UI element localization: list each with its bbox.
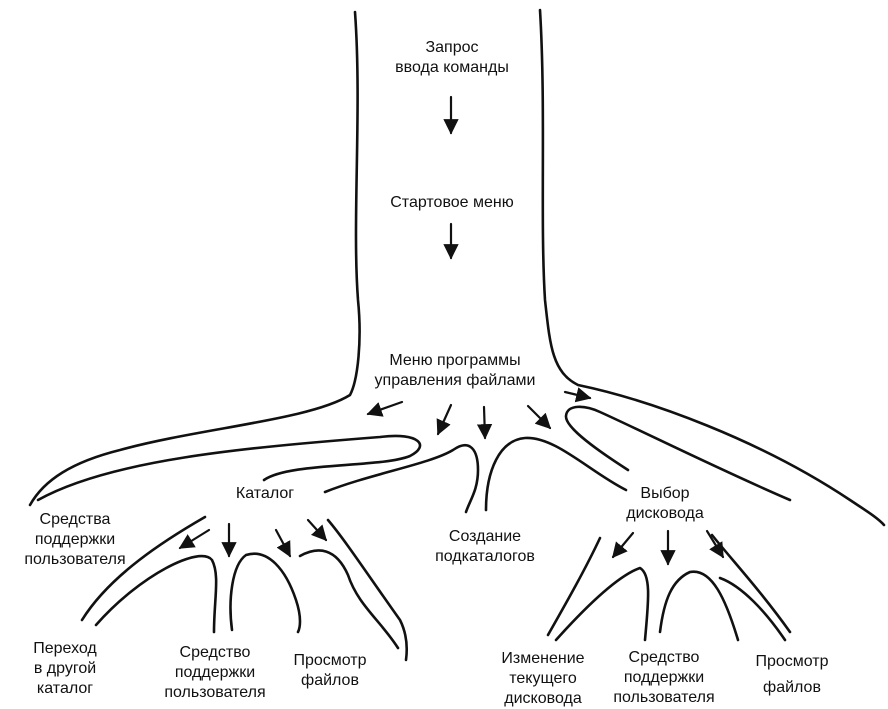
label-command-prompt: Запрос ввода команды [375,38,529,78]
label-start-menu: Стартовое меню [372,193,532,213]
drive-right-branch-a [720,578,785,640]
catalog-right-branch-b [328,520,407,660]
arrow-to-catalog [438,405,451,434]
arrow-to-user-support-tools [368,402,402,414]
catalog-right-branch-a [300,550,398,648]
arrow-catalog-view-a [276,530,290,556]
label-create-subdirs: Создание подкаталогов [415,527,555,567]
drive-right-branch-b [712,535,790,632]
arrow-to-create-subdirs [484,407,485,438]
center-branch-left [325,445,478,512]
label-change-current-drive: Изменение текущего дисковода [478,649,608,709]
trunk-left-edge [30,12,360,505]
arrow-to-drive-select-a [528,406,550,428]
drive-left-branch-b [556,568,648,640]
label-drive-select: Выбор дисковода [610,484,720,524]
arrow-catalog-view-b [308,520,326,540]
catalog-mid-branch [231,554,300,632]
trunk-right-edge [540,10,884,525]
label-catalog: Каталог [215,484,315,504]
center-branch-right [486,438,626,510]
label-drive-user-support: Средство поддержки пользователя [594,648,734,708]
arrow-drive-change [613,533,633,557]
label-go-other-catalog: Переход в другой каталог [10,639,120,699]
arrow-to-drive-select-b [565,392,590,398]
label-catalog-user-support: Средство поддержки пользователя [145,643,285,703]
label-file-manager-menu: Меню программы управления файлами [355,351,555,391]
arrow-catalog-go-other [180,530,209,548]
label-drive-view-files: Просмотр файлов [737,649,847,701]
label-catalog-view-files: Просмотр файлов [275,651,385,691]
label-user-support-tools: Средства поддержки пользователя [0,510,150,570]
